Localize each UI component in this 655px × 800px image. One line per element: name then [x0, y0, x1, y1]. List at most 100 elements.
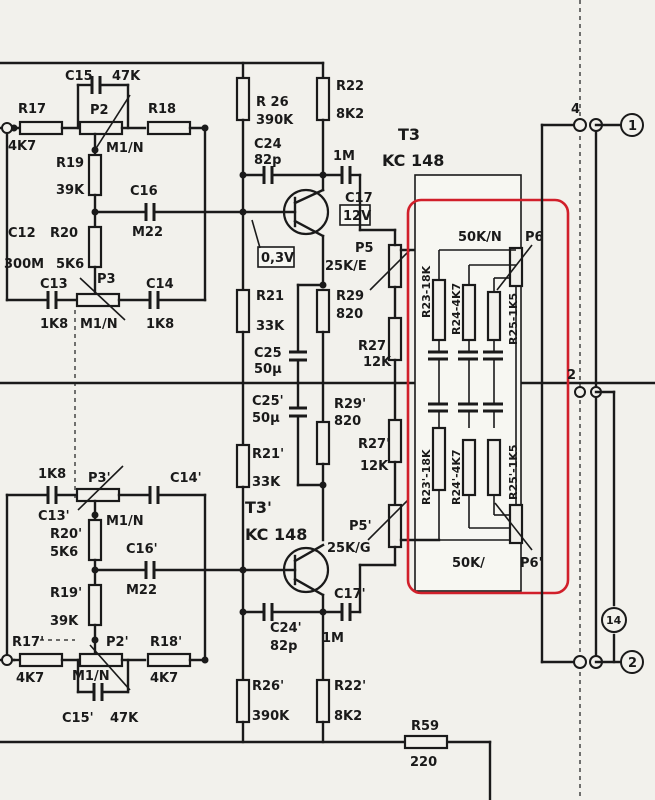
r29p-resistor: [315, 420, 331, 466]
r20-value: 5K6: [56, 257, 84, 272]
t3-type: KC 148: [382, 151, 444, 170]
r18-resistor: [146, 120, 192, 136]
r21-value: 33K: [256, 319, 285, 334]
connector-2: [620, 650, 644, 674]
p5p-pot: [387, 503, 403, 549]
p6-pot: [508, 246, 524, 288]
c14-value: 1K8: [146, 317, 174, 332]
r18p-resistor: [146, 652, 192, 668]
c12-value: 300M: [4, 257, 44, 272]
c15p-label: C15': [62, 711, 94, 726]
c14-label: C14: [146, 277, 174, 292]
r22p-value: 8K2: [334, 709, 362, 724]
r29-label: R29: [336, 289, 364, 304]
p3-value: M1/N: [80, 317, 118, 332]
c17-value: 1M: [333, 149, 355, 164]
r18-label: R18: [148, 102, 176, 117]
r29-value: 820: [336, 307, 363, 322]
r19-value: 39K: [56, 183, 85, 198]
r26p-resistor: [235, 678, 251, 724]
c15p-value: 47K: [110, 711, 139, 726]
c12-label: C12: [8, 226, 36, 241]
c24-value: 82p: [254, 153, 281, 168]
p3p-label: P3': [88, 471, 111, 486]
r20p-value: 5K6: [50, 545, 78, 560]
p5p-value: 25K/G: [327, 541, 371, 556]
r22-resistor: [315, 76, 331, 122]
input-terminal-bottom: [1, 654, 13, 666]
terminal-2: [574, 386, 586, 398]
r25p-label: R25'-1K5: [507, 444, 520, 500]
r17p-label: R17': [12, 635, 44, 650]
p5-label: P5: [355, 241, 374, 256]
c16p-label: C16': [126, 542, 158, 557]
p6-value: 50K/N: [458, 230, 502, 245]
c13p-value: 1K8: [38, 467, 66, 482]
r23p-resistor: [431, 426, 447, 492]
p2-value: M1/N: [106, 141, 144, 156]
r27p-value: 12K: [360, 459, 389, 474]
p5-value: 25K/E: [325, 259, 367, 274]
c16-label: C16: [130, 184, 158, 199]
r22-value: 8K2: [336, 107, 364, 122]
r24-resistor: [461, 283, 477, 342]
t3p-type: KC 148: [245, 525, 307, 544]
pin-2-label: 2: [567, 368, 576, 383]
p3-label: P3: [97, 272, 116, 287]
r21p-resistor: [235, 443, 251, 489]
c25-label: C25: [254, 346, 282, 361]
r29-resistor: [315, 288, 331, 334]
r24-label: R24-4K7: [450, 283, 463, 335]
r21-label: R21: [256, 289, 284, 304]
r23p-label: R23'-18K: [420, 449, 433, 505]
r21p-label: R21': [252, 447, 284, 462]
c24p-value: 82p: [270, 639, 297, 654]
r25p-resistor: [486, 438, 502, 497]
r18p-value: 4K7: [150, 671, 178, 686]
r17p-resistor: [18, 652, 64, 668]
p2-label: P2: [90, 103, 109, 118]
r26-value: 390K: [256, 113, 294, 128]
terminal-4: [573, 118, 587, 132]
r22p-label: R22': [334, 679, 366, 694]
connector-14: [601, 607, 627, 633]
c24-label: C24: [254, 137, 282, 152]
r23-label: R23-18K: [420, 265, 433, 318]
r17-resistor: [18, 120, 64, 136]
c17p-value: 1M: [322, 631, 344, 646]
r23-resistor: [431, 278, 447, 342]
t3p-label: T3': [245, 498, 272, 517]
r21-resistor: [235, 288, 251, 334]
r20p-label: R20': [50, 527, 82, 542]
c13-value: 1K8: [40, 317, 68, 332]
r21p-value: 33K: [252, 475, 281, 490]
p3p-value: M1/N: [106, 514, 144, 529]
r22p-resistor: [315, 678, 331, 724]
r26-resistor: [235, 76, 251, 122]
balance-network-panel: [414, 174, 522, 592]
r27p-resistor: [387, 418, 403, 464]
r25-resistor: [486, 290, 502, 342]
voltage-03v: 0,3V: [261, 251, 294, 266]
voltage-tag-12v: [339, 204, 371, 226]
p6p-label: P6': [520, 556, 543, 571]
r27-label: R27: [358, 339, 386, 354]
r26p-value: 390K: [252, 709, 290, 724]
r17-label: R17: [18, 102, 46, 117]
c24p-label: C24': [270, 621, 302, 636]
r59-value: 220: [410, 755, 437, 770]
p6p-value: 50K/: [452, 556, 485, 571]
t3-label: T3: [398, 125, 420, 144]
r29p-label: R29': [334, 397, 366, 412]
r26-label: R 26: [256, 95, 289, 110]
p2p-value: M1/N: [72, 669, 110, 684]
c17p-label: C17': [334, 587, 366, 602]
c14p-label: C14': [170, 471, 202, 486]
r17-value: 4K7: [8, 139, 36, 154]
r59-label: R59: [411, 719, 439, 734]
r27-resistor: [387, 316, 403, 362]
terminal-bottom: [573, 655, 587, 669]
p5p-label: P5': [349, 519, 372, 534]
connector-1-label: 1: [628, 119, 637, 134]
